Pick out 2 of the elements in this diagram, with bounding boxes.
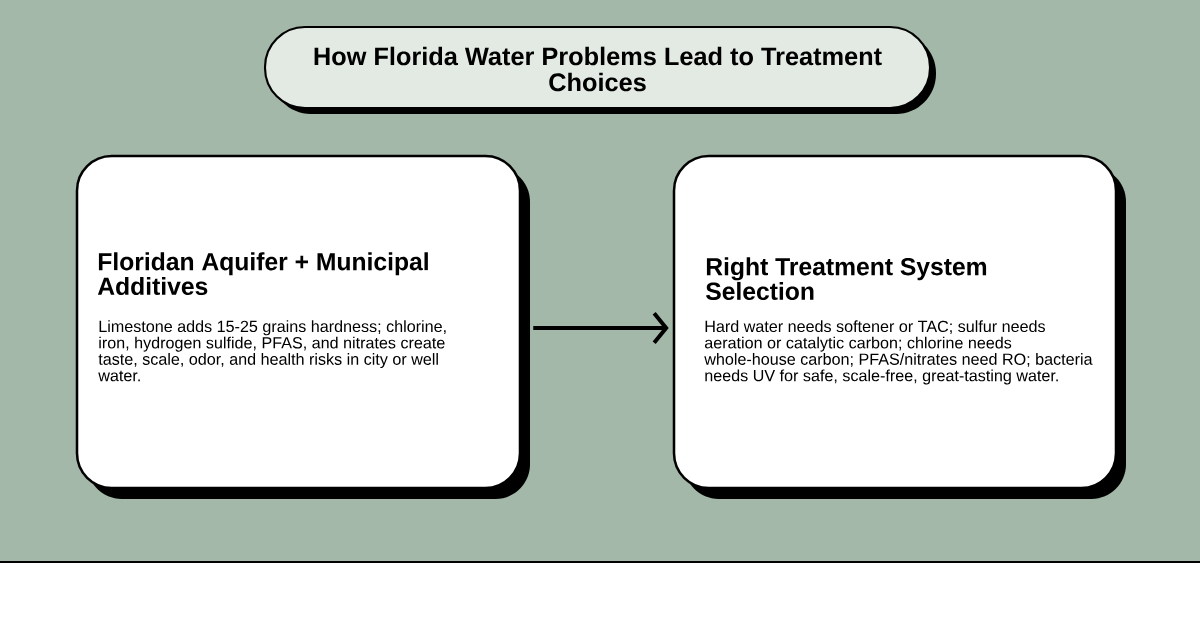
title-banner: How Florida Water Problems Lead to Treatment Choices: [263, 25, 936, 114]
arrow: [533, 312, 669, 344]
